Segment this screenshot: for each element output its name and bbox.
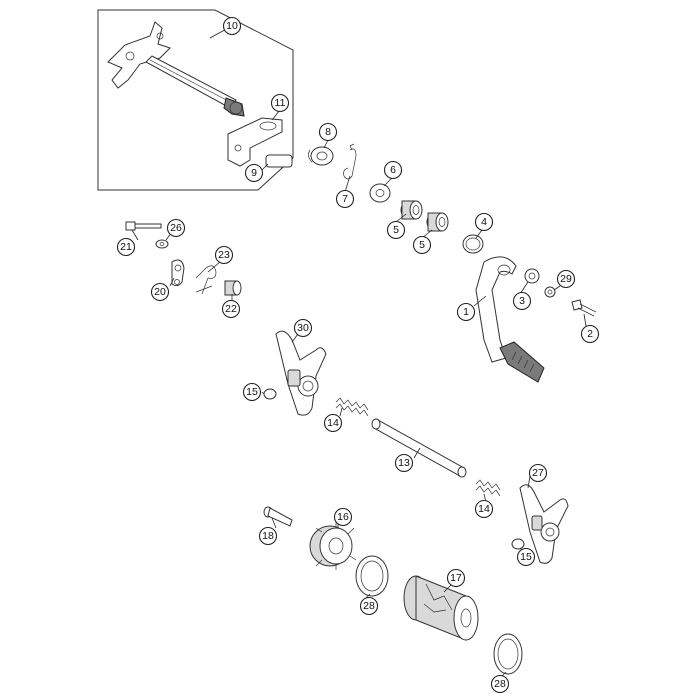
svg-text:29: 29 (560, 273, 572, 285)
callout: 18 (258, 526, 278, 546)
callout: 14 (323, 413, 343, 433)
shift-fork-part-30 (275, 330, 327, 416)
shift-lever-part-1 (475, 256, 545, 383)
svg-text:16: 16 (337, 511, 349, 523)
callout: 15 (516, 547, 536, 567)
bushing-part-22 (224, 280, 242, 296)
bushing-part-8 (308, 146, 334, 166)
callout: 7 (335, 189, 355, 209)
callout: 30 (293, 318, 313, 338)
shift-shaft-part (107, 21, 245, 117)
svg-text:21: 21 (120, 241, 132, 253)
svg-text:26: 26 (170, 222, 182, 234)
shift-rod-part-13 (371, 418, 467, 478)
callout: 29 (556, 269, 576, 289)
bushing-part-5b (426, 212, 449, 232)
washer-part-26 (155, 239, 169, 249)
callout: 15 (242, 382, 262, 402)
bolt-part-18 (263, 506, 293, 527)
svg-text:28: 28 (494, 678, 506, 690)
callout: 11 (270, 93, 290, 113)
washer-part-6 (369, 183, 391, 203)
svg-text:8: 8 (325, 126, 331, 138)
svg-text:22: 22 (225, 303, 237, 315)
pin-part-15-lower (511, 538, 525, 550)
bushing-part-5a (400, 200, 423, 220)
spring-part-14-upper (335, 397, 369, 417)
washer-part-29 (544, 286, 556, 298)
callout: 2 (580, 324, 600, 344)
svg-text:27: 27 (532, 467, 544, 479)
spring-clip-part-7 (343, 143, 357, 180)
callout: 9 (244, 163, 264, 183)
callout: 8 (318, 122, 338, 142)
svg-text:15: 15 (520, 551, 532, 563)
bolt-part-2 (571, 299, 597, 317)
bearing-part-28-lower (493, 633, 523, 675)
bolt-part-21 (125, 221, 162, 231)
callout: 23 (214, 245, 234, 265)
shift-plate-part (227, 117, 283, 167)
callout: 3 (512, 291, 532, 311)
spring-part-14-lower (475, 479, 501, 497)
callout: 22 (221, 299, 241, 319)
svg-text:6: 6 (390, 164, 396, 176)
spring-part-23 (195, 265, 217, 295)
svg-text:13: 13 (398, 457, 410, 469)
callout: 17 (446, 568, 466, 588)
svg-text:20: 20 (154, 286, 166, 298)
spring-part-9 (265, 154, 293, 168)
svg-text:3: 3 (519, 295, 525, 307)
svg-text:17: 17 (450, 572, 462, 584)
washer-part-3 (524, 268, 540, 284)
callout: 4 (474, 212, 494, 232)
callout: 13 (394, 453, 414, 473)
shift-fork-part-27 (519, 484, 569, 564)
callout: 26 (166, 218, 186, 238)
svg-text:18: 18 (262, 530, 274, 542)
shift-shaft-assembly-box (97, 9, 294, 191)
bearing-part-28-upper (355, 555, 389, 597)
svg-text:5: 5 (393, 224, 399, 236)
svg-text:23: 23 (218, 249, 230, 261)
svg-text:28: 28 (363, 600, 375, 612)
svg-text:10: 10 (226, 20, 238, 32)
callout: 5 (412, 235, 432, 255)
svg-text:11: 11 (275, 97, 286, 109)
callout: 20 (150, 282, 170, 302)
callout: 28 (359, 596, 379, 616)
svg-text:14: 14 (478, 503, 490, 515)
callout: 14 (474, 499, 494, 519)
svg-text:5: 5 (419, 239, 425, 251)
svg-text:1: 1 (463, 306, 469, 318)
callout: 21 (116, 237, 136, 257)
callout: 16 (333, 507, 353, 527)
lever-part-20 (171, 259, 185, 287)
svg-text:30: 30 (297, 322, 309, 334)
svg-text:14: 14 (327, 417, 339, 429)
callout: 6 (383, 160, 403, 180)
callout: 28 (490, 674, 510, 694)
svg-text:4: 4 (481, 216, 487, 228)
o-ring-part-4 (462, 234, 484, 254)
pin-part-15-upper (263, 388, 277, 400)
svg-text:2: 2 (587, 328, 593, 340)
svg-text:7: 7 (342, 193, 348, 205)
callout: 10 (222, 16, 242, 36)
svg-text:15: 15 (246, 386, 258, 398)
callout: 5 (386, 220, 406, 240)
svg-text:9: 9 (251, 167, 257, 179)
shift-drum-star-part-16 (309, 522, 357, 570)
callout: 1 (456, 302, 476, 322)
shift-drum-part-17 (403, 575, 479, 641)
callout: 27 (528, 463, 548, 483)
